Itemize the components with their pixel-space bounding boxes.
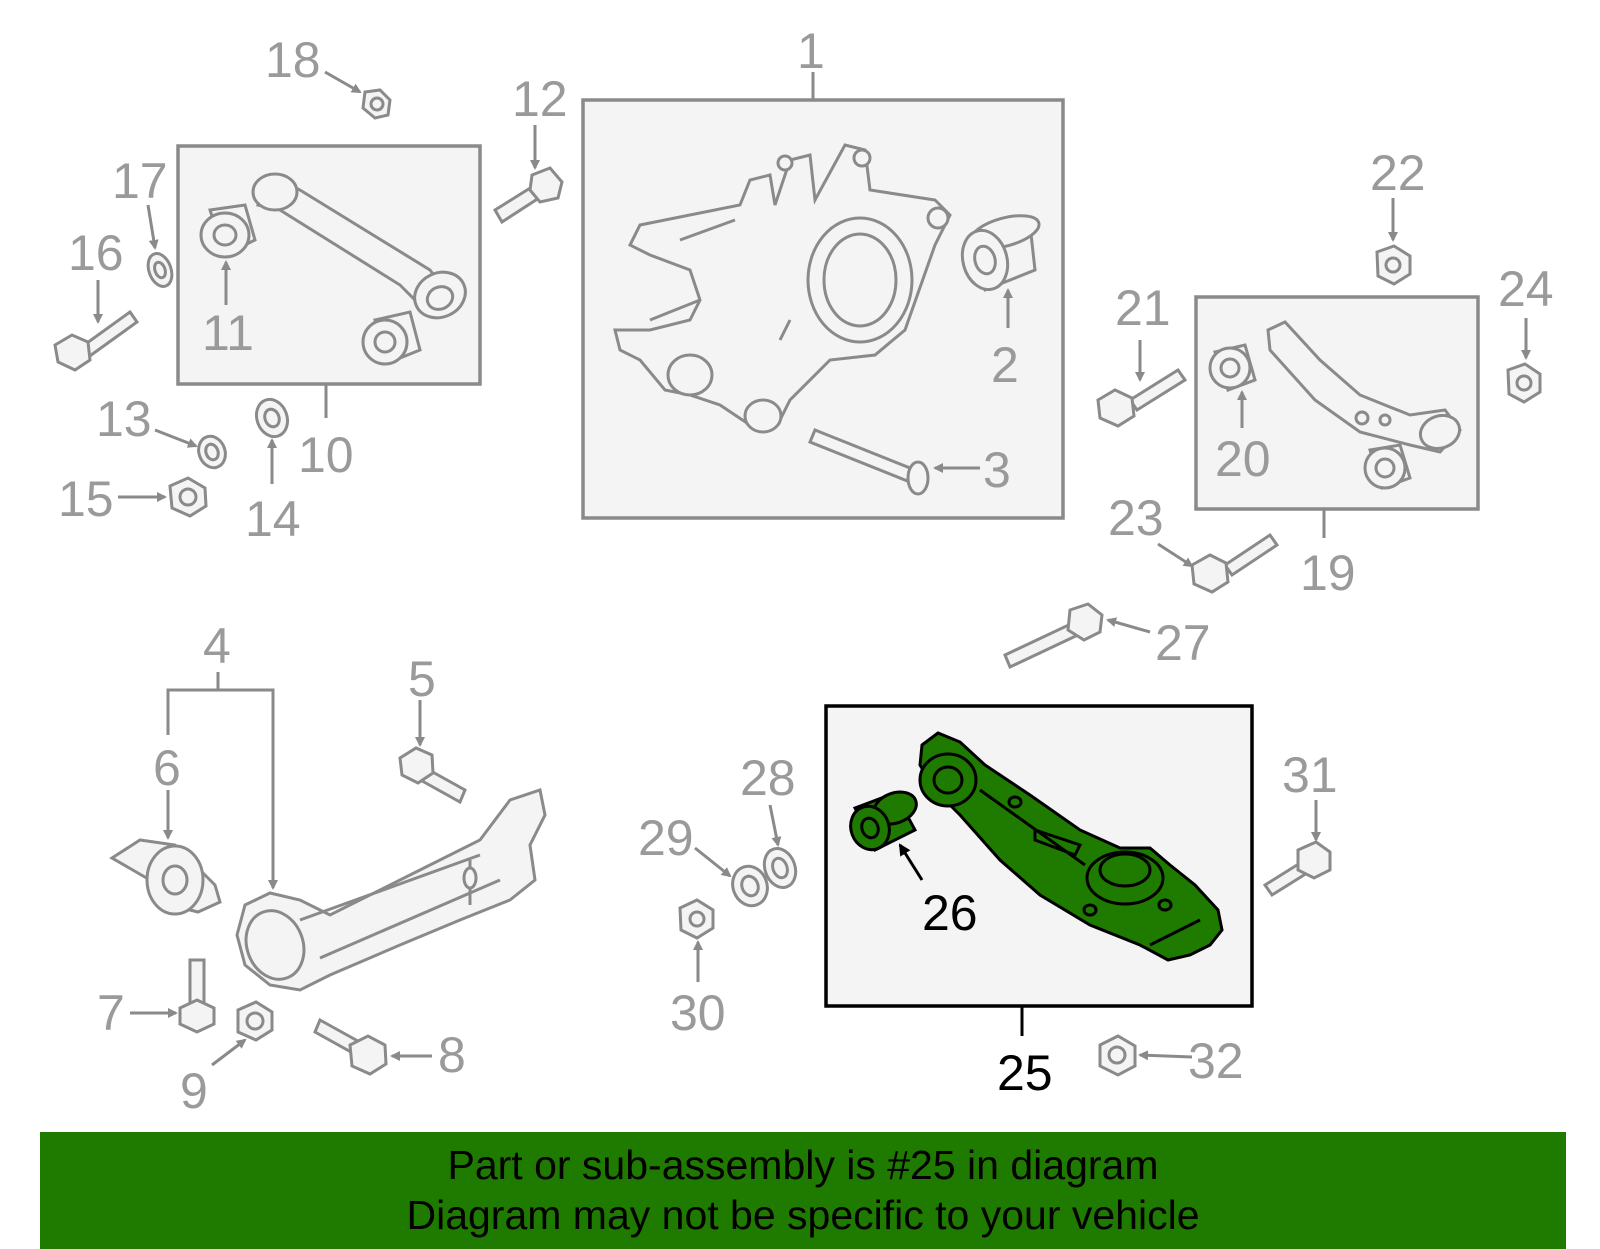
bolt-12-part[interactable]	[492, 166, 564, 225]
nut-24-part[interactable]	[1506, 362, 1542, 404]
bushing-arm-part[interactable]	[1363, 443, 1412, 490]
bolt-7-part[interactable]	[178, 958, 216, 1034]
callout-5: 5	[408, 651, 436, 707]
callout-3: 3	[983, 442, 1011, 498]
bushing-upper-arm-part[interactable]	[361, 310, 422, 366]
knuckle-part[interactable]	[613, 143, 952, 434]
callout-17: 17	[112, 153, 168, 209]
callout-25: 25	[997, 1045, 1053, 1101]
nut-30-part[interactable]	[678, 898, 715, 940]
callout-24: 24	[1498, 261, 1554, 317]
callout-8: 8	[438, 1027, 466, 1083]
callout-16: 16	[68, 225, 124, 281]
callout-31: 31	[1282, 747, 1338, 803]
bolt-31-part[interactable]	[1262, 840, 1332, 898]
washer-17-part[interactable]	[144, 250, 176, 289]
callout-12: 12	[512, 71, 568, 127]
washer-29-part[interactable]	[727, 861, 773, 910]
lower-arm-25-part[interactable]	[918, 731, 1224, 962]
bolt-27-part[interactable]	[1003, 602, 1104, 670]
upper-arm-group	[176, 144, 482, 418]
nut-32-part[interactable]	[1098, 1034, 1137, 1077]
callout-21: 21	[1115, 280, 1171, 336]
callout-4: 4	[203, 618, 231, 674]
callout-7: 7	[97, 985, 125, 1041]
bolt-5-part[interactable]	[398, 746, 467, 805]
callout-1: 1	[797, 23, 825, 79]
upper-arm-10-part[interactable]	[251, 172, 473, 326]
nut-22-part[interactable]	[1375, 244, 1412, 286]
trailing-arm-4-part[interactable]	[235, 788, 547, 992]
bushing-11-part[interactable]	[199, 203, 257, 259]
nut-9-part[interactable]	[236, 1000, 274, 1042]
knuckle-group	[581, 72, 1065, 520]
callout-20: 20	[1215, 431, 1271, 487]
washer-13-part[interactable]	[194, 433, 229, 472]
callout-26: 26	[922, 885, 978, 941]
nut-18-part[interactable]	[361, 88, 392, 120]
lower-arm-group	[824, 704, 1254, 1036]
nut-15-part[interactable]	[168, 476, 208, 518]
bolt-16-part[interactable]	[53, 309, 140, 372]
callout-18: 18	[265, 32, 321, 88]
bolt-3-part[interactable]	[808, 428, 930, 496]
washer-28-part[interactable]	[759, 844, 801, 892]
callout-22: 22	[1370, 145, 1426, 201]
bolt-21-part[interactable]	[1096, 367, 1188, 428]
bolt-23-part[interactable]	[1190, 532, 1280, 594]
bushing-2-part[interactable]	[956, 209, 1042, 294]
callout-15: 15	[58, 471, 114, 527]
info-banner: Part or sub-assembly is #25 in diagram D…	[40, 1132, 1566, 1249]
bushing-6-part[interactable]	[109, 838, 222, 916]
callout-13: 13	[96, 391, 152, 447]
arm-19-part[interactable]	[1266, 320, 1464, 454]
callout-6: 6	[153, 740, 181, 796]
banner-line-2: Diagram may not be specific to your vehi…	[406, 1192, 1200, 1238]
washer-14-part[interactable]	[251, 395, 292, 441]
callout-19: 19	[1300, 545, 1356, 601]
callout-2: 2	[991, 337, 1019, 393]
callout-30: 30	[670, 985, 726, 1041]
callout-28: 28	[740, 750, 796, 806]
callout-11: 11	[202, 305, 254, 361]
callout-27: 27	[1155, 615, 1211, 671]
bushing-26-part[interactable]	[845, 786, 921, 855]
callout-10: 10	[298, 427, 354, 483]
trailing-arm-group	[1194, 295, 1480, 538]
callout-9: 9	[180, 1063, 208, 1119]
callout-29: 29	[638, 810, 694, 866]
callout-32: 32	[1188, 1033, 1244, 1089]
bolt-8-part[interactable]	[313, 1017, 388, 1076]
callout-14: 14	[245, 491, 301, 547]
bushing-20-part[interactable]	[1208, 343, 1257, 392]
banner-line-1: Part or sub-assembly is #25 in diagram	[447, 1142, 1159, 1188]
callout-23: 23	[1108, 490, 1164, 546]
